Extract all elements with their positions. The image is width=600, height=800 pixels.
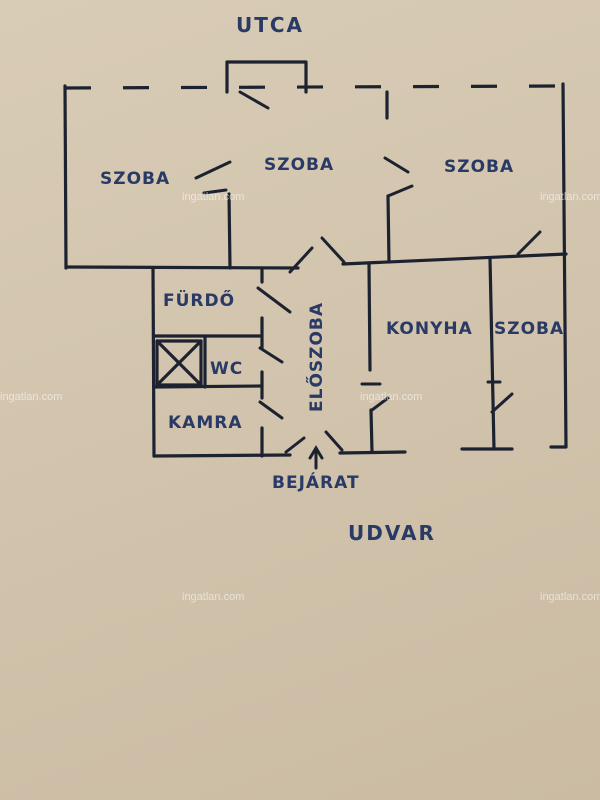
label-pantry: KAMRA bbox=[168, 413, 243, 433]
label-street: UTCA bbox=[236, 13, 304, 37]
door-hall-room3 bbox=[320, 236, 346, 264]
wall-rooms-bottom-right bbox=[341, 252, 568, 266]
door-balcony bbox=[238, 90, 270, 110]
label-room-left: SZOBA bbox=[100, 169, 170, 189]
doors bbox=[194, 90, 542, 470]
watermark-4: ingatlan.com bbox=[360, 391, 422, 403]
kitchen-left-wall-bottom bbox=[369, 408, 374, 454]
door-kitchen bbox=[360, 382, 390, 412]
door-pantry bbox=[258, 400, 284, 420]
watermark-5: ingatlan.com bbox=[182, 591, 244, 603]
wall-between-room2-room3-lower bbox=[386, 194, 391, 264]
labels: UTCA SZOBA SZOBA SZOBA FÜRDŐ WC KAMRA EL… bbox=[100, 13, 564, 545]
kitchen-right-wall bbox=[488, 256, 496, 451]
door-entrance-left bbox=[284, 436, 306, 454]
wall-between-room1-room2 bbox=[227, 192, 232, 270]
watermarks: ingatlan.com ingatlan.com ingatlan.com i… bbox=[0, 191, 600, 603]
label-hall: ELŐSZOBA bbox=[305, 302, 327, 412]
label-courtyard: UDVAR bbox=[348, 521, 436, 545]
door-right-room-top bbox=[516, 230, 542, 256]
street-facade-dashed bbox=[64, 84, 561, 90]
wc-bottom-wall bbox=[152, 384, 264, 389]
label-room-middle: SZOBA bbox=[264, 155, 334, 175]
label-wc: WC bbox=[210, 359, 243, 379]
label-kitchen: KONYHA bbox=[386, 319, 473, 339]
service-left-wall bbox=[151, 266, 156, 458]
entrance-arrow bbox=[308, 445, 324, 470]
door-right-room-bottom bbox=[486, 380, 514, 414]
door-hall-room2 bbox=[288, 246, 314, 274]
shaft-cross-2 bbox=[155, 339, 203, 387]
watermark-6: ingatlan.com bbox=[540, 591, 600, 603]
watermark-1: ingatlan.com bbox=[182, 191, 244, 203]
outer-wall-left bbox=[63, 84, 68, 270]
door-wc bbox=[258, 346, 284, 364]
watermark-2: ingatlan.com bbox=[540, 191, 600, 203]
door-room2-room3 bbox=[383, 156, 414, 198]
walls bbox=[63, 60, 568, 458]
label-bathroom: FÜRDŐ bbox=[163, 289, 235, 311]
label-room-right-small: SZOBA bbox=[494, 319, 564, 339]
balcony-bump bbox=[225, 60, 308, 94]
door-bathroom bbox=[256, 286, 292, 314]
watermark-3: ingatlan.com bbox=[0, 391, 62, 403]
door-entrance-right bbox=[324, 430, 344, 452]
label-room-right: SZOBA bbox=[444, 157, 514, 177]
label-entrance: BEJÁRAT bbox=[272, 471, 360, 493]
kitchen-left-wall-top bbox=[367, 261, 372, 372]
shaft-box bbox=[155, 339, 203, 387]
door-room1-room2 bbox=[194, 160, 232, 195]
outer-wall-right bbox=[549, 82, 568, 449]
bottom-wall-left bbox=[152, 453, 292, 458]
wall-rooms-bottom-left bbox=[64, 265, 300, 270]
